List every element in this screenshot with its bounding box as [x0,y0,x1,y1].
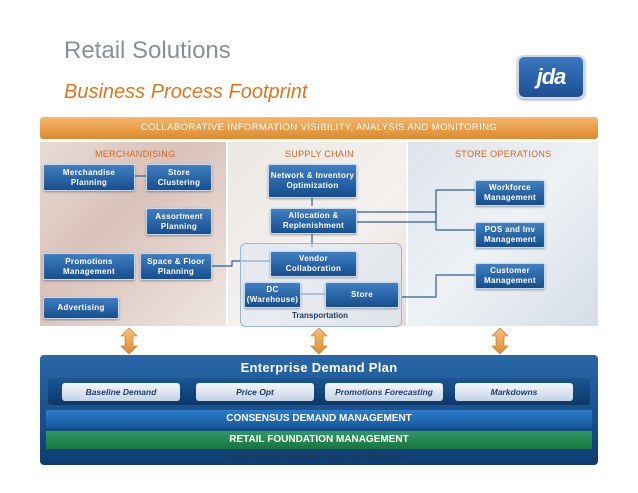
space-floor-planning-box[interactable]: Space & Floor Planning [140,253,212,280]
promotions-management-box[interactable]: Promotions Management [43,253,135,280]
supply-chain-heading: SUPPLY CHAIN [285,149,354,159]
transportation-label: Transportation [291,311,348,320]
allocation-replenishment-box[interactable]: Allocation & Replenishment [270,208,357,234]
copyright-text: Copyright 2012 JDA Software Group, Inc. … [230,453,403,460]
dc-warehouse-box[interactable]: DC (Warehouse) [244,282,301,308]
markdowns-pill[interactable]: Markdowns [455,383,573,401]
merchandising-heading: MERCHANDISING [95,149,176,159]
collaboration-banner-label: COLLABORATIVE INFORMATION VISIBILITY, AN… [140,122,498,133]
price-opt-pill[interactable]: Price Opt [196,383,314,401]
jda-logo: jda [517,55,585,99]
connector-allocation-workforce [355,189,475,223]
connector-store-customer [401,274,475,298]
advertising-box[interactable]: Advertising [43,297,119,319]
slide-title: Retail Solutions [64,37,231,64]
promotions-forecasting-pill[interactable]: Promotions Forecasting [325,383,443,401]
customer-management-box[interactable]: Customer Management [475,263,545,289]
collaboration-banner: COLLABORATIVE INFORMATION VISIBILITY, AN… [40,117,598,139]
retail-foundation-label: RETAIL FOUNDATION MANAGEMENT [229,434,409,445]
slide-subtitle: Business Process Footprint [64,81,308,103]
double-arrow-icon [120,327,138,355]
assortment-planning-box[interactable]: Assortment Planning [146,208,212,235]
store-operations-heading: STORE OPERATIONS [455,149,552,159]
enterprise-demand-plan-title: Enterprise Demand Plan [240,360,398,375]
store-box[interactable]: Store [325,282,399,308]
double-arrow-icon [310,327,328,355]
store-clustering-box[interactable]: Store Clustering [146,164,212,191]
vendor-collaboration-box[interactable]: Vendor Collaboration [270,251,357,277]
merchandise-planning-box[interactable]: Merchandise Planning [43,164,135,191]
double-arrow-icon [491,327,509,355]
logo-text: jda [536,64,567,89]
workforce-management-box[interactable]: Workforce Management [475,180,545,206]
baseline-demand-pill[interactable]: Baseline Demand [62,383,180,401]
network-inventory-box[interactable]: Network & Inventory Optimization [268,164,357,198]
pos-inv-management-box[interactable]: POS and Inv Management [475,222,545,248]
consensus-demand-label: CONSENSUS DEMAND MANAGEMENT [226,413,412,424]
retail-foundation-bar: RETAIL FOUNDATION MANAGEMENT [46,431,592,449]
page-number: 5 [594,452,599,461]
connector-allocation-pos [355,211,475,231]
consensus-demand-bar: CONSENSUS DEMAND MANAGEMENT [46,410,592,428]
